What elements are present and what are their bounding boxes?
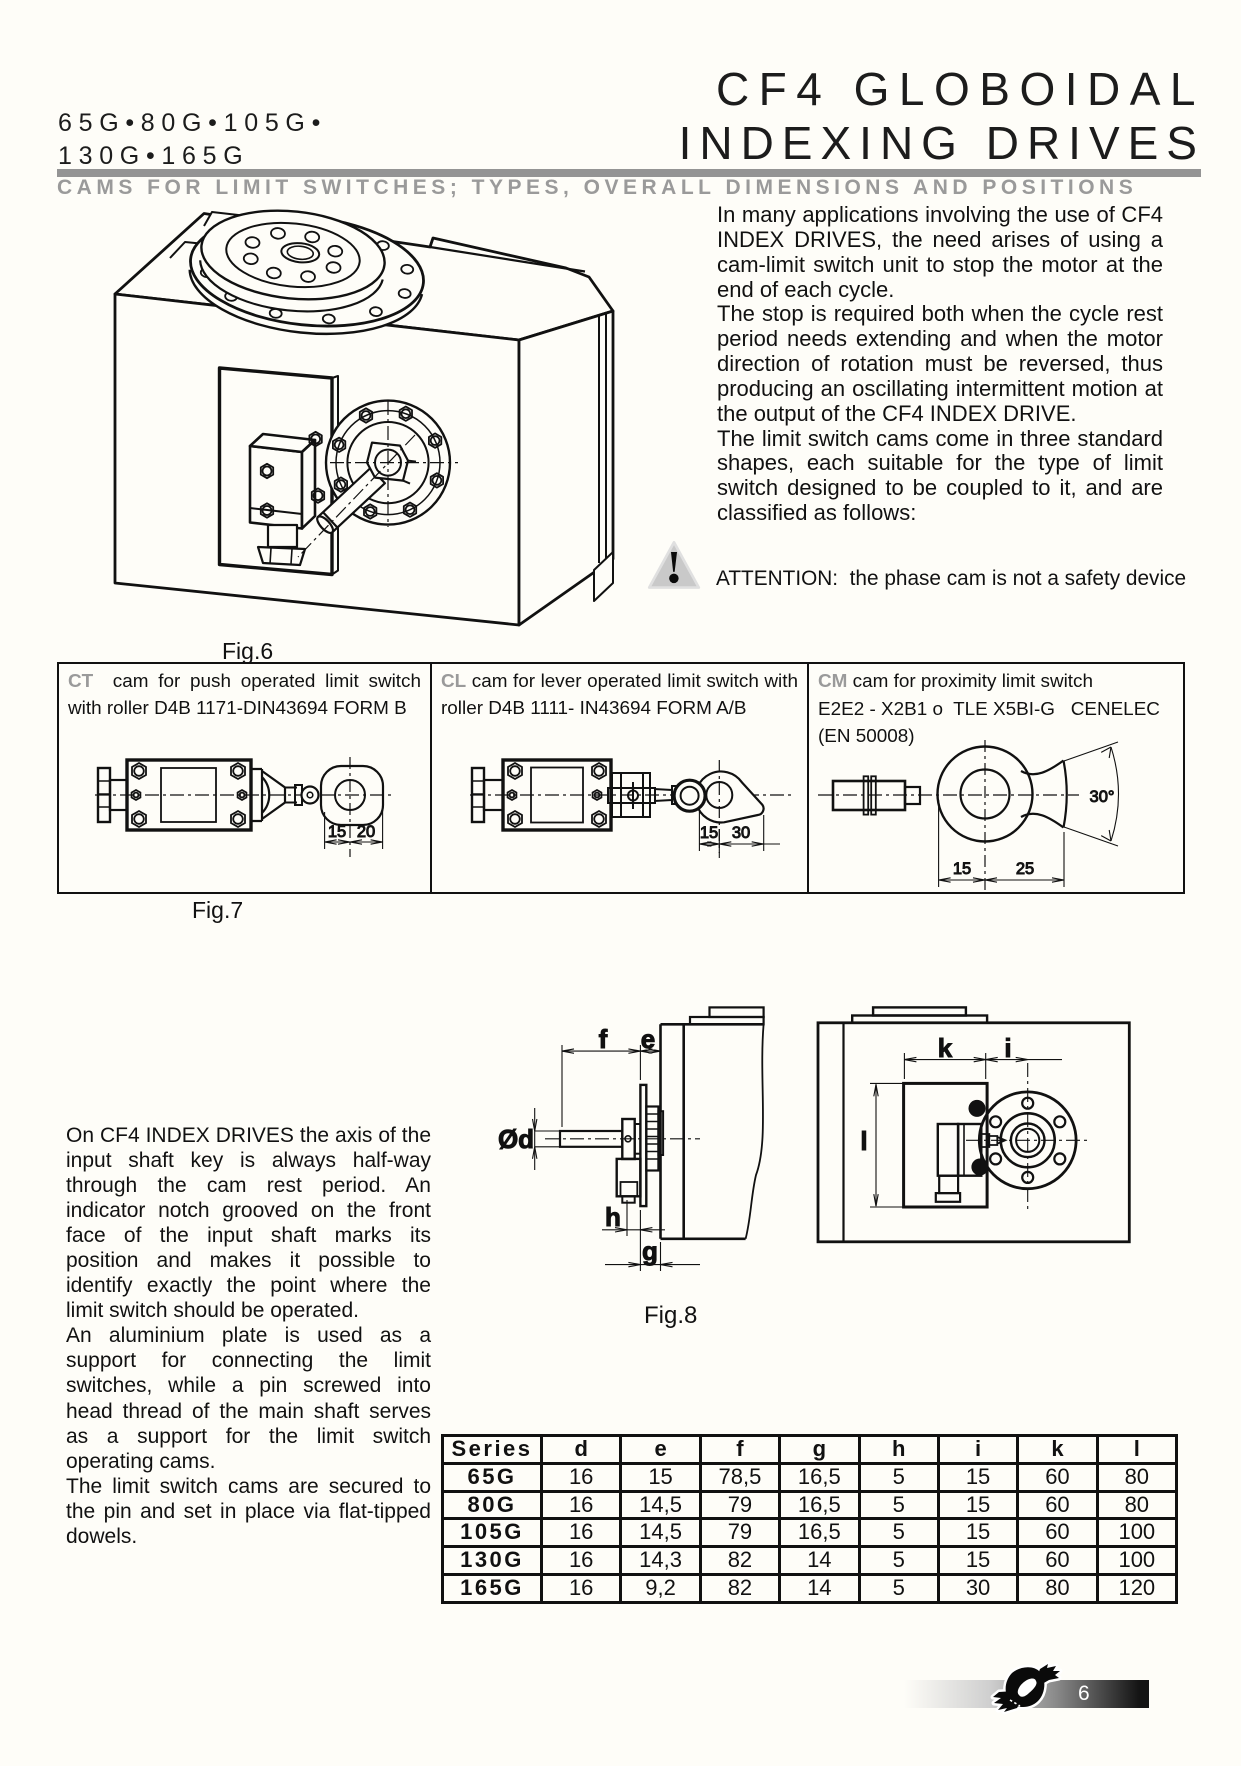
svg-text:l: l xyxy=(860,1126,867,1156)
svg-text:e: e xyxy=(641,1024,655,1054)
svg-text:h: h xyxy=(605,1202,621,1232)
svg-text:Ød: Ød xyxy=(498,1124,534,1154)
svg-text:i: i xyxy=(1004,1033,1011,1063)
svg-text:k: k xyxy=(938,1033,953,1063)
svg-text:g: g xyxy=(642,1236,658,1266)
svg-text:f: f xyxy=(599,1024,608,1054)
